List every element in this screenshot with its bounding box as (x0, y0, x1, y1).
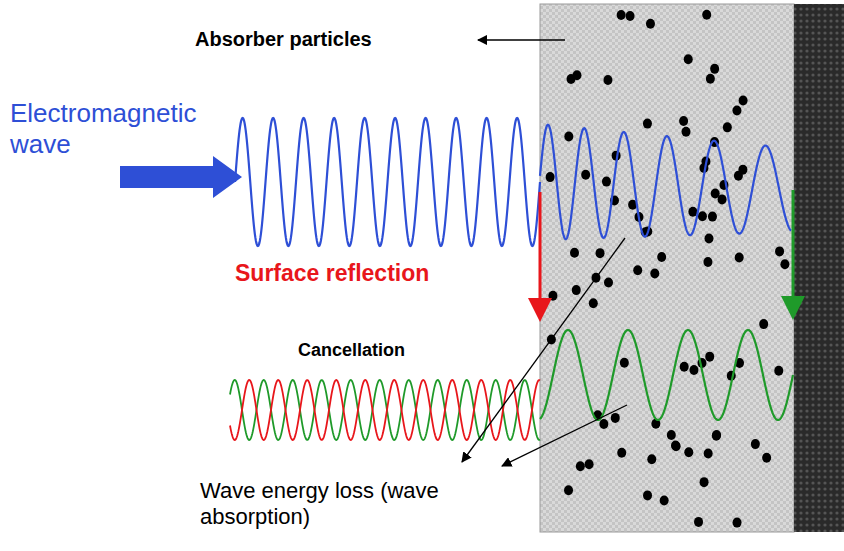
wave (540, 125, 791, 239)
leader-line (478, 39, 565, 40)
particle (646, 19, 655, 29)
particle (739, 95, 748, 105)
absorber-particles (546, 10, 790, 528)
particle (682, 127, 691, 137)
particle (570, 248, 579, 258)
wave (235, 118, 540, 246)
particle (774, 366, 783, 376)
particle (643, 119, 652, 129)
particle (620, 358, 629, 368)
leader-line (462, 238, 625, 462)
particle (602, 177, 611, 187)
particle (599, 419, 608, 429)
particle (684, 447, 693, 457)
particle (633, 265, 642, 275)
particle (585, 459, 594, 469)
absorber-slab (540, 4, 794, 532)
reflection-arrow (528, 298, 552, 322)
particle (780, 259, 789, 269)
particle (704, 449, 713, 459)
particle (712, 431, 721, 441)
part-label: Absorber particles (195, 27, 475, 51)
wave (230, 380, 540, 440)
particle (643, 490, 652, 500)
particle (680, 362, 689, 372)
particle (704, 234, 713, 244)
particle (617, 448, 626, 458)
particle (603, 75, 612, 85)
particle (711, 188, 720, 198)
particle (604, 278, 613, 288)
leader-line (502, 405, 627, 466)
particle (572, 285, 581, 295)
metal-backing (794, 4, 844, 532)
particle (611, 413, 620, 423)
particle (712, 430, 721, 440)
particle (689, 365, 698, 375)
particle (667, 430, 676, 440)
back-reflection-line (792, 190, 795, 298)
particle (734, 171, 743, 181)
particle (705, 352, 714, 362)
particle (702, 10, 711, 20)
particle (650, 269, 659, 279)
particle (581, 170, 590, 180)
particle (546, 172, 555, 182)
incident-arrow (120, 156, 242, 198)
particle (775, 246, 784, 256)
particle (732, 105, 741, 115)
absorption-label: Wave energy loss (wave absorption) (200, 478, 500, 531)
particle (672, 441, 681, 451)
particle (688, 207, 697, 217)
particle (723, 122, 732, 132)
particle (751, 439, 760, 449)
particle (703, 257, 712, 267)
particle (700, 477, 709, 487)
particle (576, 461, 585, 471)
particle (759, 319, 768, 329)
particle (564, 132, 573, 142)
cancellation-label: Cancellation (298, 340, 498, 362)
particle (596, 248, 605, 258)
particle (679, 116, 688, 126)
particle (617, 10, 626, 20)
particle (694, 517, 703, 527)
particle (762, 453, 771, 463)
reflection-label: Surface reflection (235, 260, 525, 288)
particle (706, 74, 715, 84)
particle (684, 54, 693, 64)
particle (698, 211, 707, 221)
particle (710, 64, 719, 74)
wave (230, 380, 540, 440)
waves (230, 118, 793, 440)
particle (708, 212, 717, 222)
particle (660, 496, 669, 506)
wave-label: Electromagnetic wave (10, 98, 185, 160)
reflection-line (539, 192, 542, 300)
particle (564, 485, 573, 495)
particle (647, 454, 656, 464)
particle (733, 518, 742, 528)
back-reflection-arrow (781, 296, 805, 320)
particle (657, 252, 666, 262)
particle (572, 70, 581, 80)
wave (540, 330, 793, 420)
particle (671, 440, 680, 450)
particle (626, 11, 635, 21)
particle (589, 298, 598, 308)
particle (735, 252, 744, 262)
